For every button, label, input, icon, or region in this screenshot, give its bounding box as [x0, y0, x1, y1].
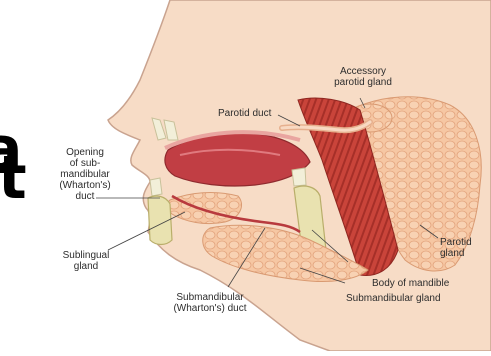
label-submandibular-gland: Submandibular gland	[346, 293, 441, 304]
label-parotid-gland: Parotid gland	[440, 237, 472, 259]
label-body-of-mandible: Body of mandible	[372, 278, 449, 289]
label-submandibular-duct: Submandibular (Wharton's) duct	[160, 292, 260, 314]
label-opening-submandibular-duct: Opening of sub- mandibular (Wharton's) d…	[50, 147, 120, 202]
slide-text-fragment-right: t	[0, 150, 27, 206]
label-accessory-parotid-gland: Accessory parotid gland	[318, 66, 408, 88]
label-sublingual-gland: Sublingual gland	[56, 250, 116, 272]
label-parotid-duct: Parotid duct	[218, 108, 271, 119]
